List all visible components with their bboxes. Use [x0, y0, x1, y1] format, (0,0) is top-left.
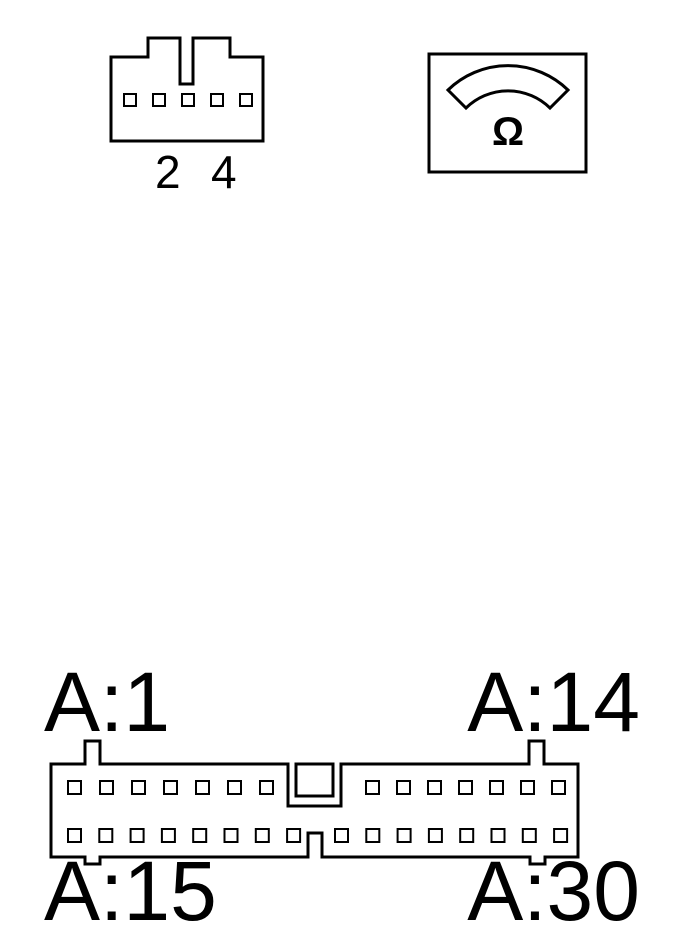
large-connector-top-pin: [365, 780, 380, 795]
large-connector-top-pin: [67, 780, 82, 795]
large-connector-bottom-pin: [129, 828, 145, 843]
large-connector-top-pin: [195, 780, 210, 795]
large-connector-bottom-pin: [192, 828, 208, 843]
large-connector-bottom-pin: [396, 828, 412, 843]
large-connector-bottom-pin: [553, 828, 569, 843]
large-connector-bottom-pin: [459, 828, 475, 843]
large-connector-top-pins: [67, 780, 566, 795]
large-connector-bottom-pins: [67, 828, 569, 843]
large-connector-top-pin: [551, 780, 566, 795]
large-connector-top-pin: [520, 780, 535, 795]
small-connector-pin: [123, 93, 137, 107]
ohmmeter-icon: Ω: [427, 52, 588, 174]
small-connector-pin: [152, 93, 166, 107]
large-connector-bottom-pin: [427, 828, 443, 843]
large-connector-top-pin: [489, 780, 504, 795]
ohmmeter-frame: [427, 52, 588, 174]
large-connector-bottom-pin: [490, 828, 506, 843]
large-connector-bottom-pin: [254, 828, 270, 843]
large-connector-top-pin: [396, 780, 411, 795]
large-connector-top-pin: [458, 780, 473, 795]
large-connector-top-pin: [427, 780, 442, 795]
large-connector-top-pin: [99, 780, 114, 795]
ohm-symbol: Ω: [492, 110, 524, 154]
large-connector-bottom-pin: [521, 828, 537, 843]
large-connector-bottom-pin: [223, 828, 239, 843]
label-a1: A:1: [44, 655, 170, 749]
label-a15: A:15: [44, 844, 217, 938]
large-connector-top-pin: [131, 780, 146, 795]
large-connector-bottom-pin: [98, 828, 114, 843]
large-connector: A:1 A:14 A:15 A:30: [44, 655, 640, 938]
large-connector-bottom-pin: [365, 828, 381, 843]
label-a30: A:30: [467, 844, 640, 938]
large-connector-bottom-pin: [286, 828, 302, 843]
large-connector-bottom-pin: [334, 828, 349, 843]
ohmmeter-scale-arc: [445, 64, 571, 111]
label-a14: A:14: [467, 655, 640, 749]
large-connector-key: [294, 762, 335, 798]
pin-label-2: 2: [155, 146, 181, 198]
small-connector-pin: [210, 93, 224, 107]
large-connector-bottom-pin: [160, 828, 176, 843]
small-connector-pins: [123, 93, 253, 107]
small-connector-pin: [239, 93, 253, 107]
large-connector-bottom-pin: [67, 828, 82, 843]
small-connector: 2 4: [109, 36, 265, 198]
large-connector-top-pin: [227, 780, 242, 795]
large-connector-top-pin: [163, 780, 178, 795]
small-connector-body: [109, 36, 265, 143]
small-connector-pin: [181, 93, 195, 107]
pin-label-4: 4: [211, 146, 237, 198]
large-connector-body: [49, 739, 580, 866]
large-connector-top-pin: [259, 780, 274, 795]
